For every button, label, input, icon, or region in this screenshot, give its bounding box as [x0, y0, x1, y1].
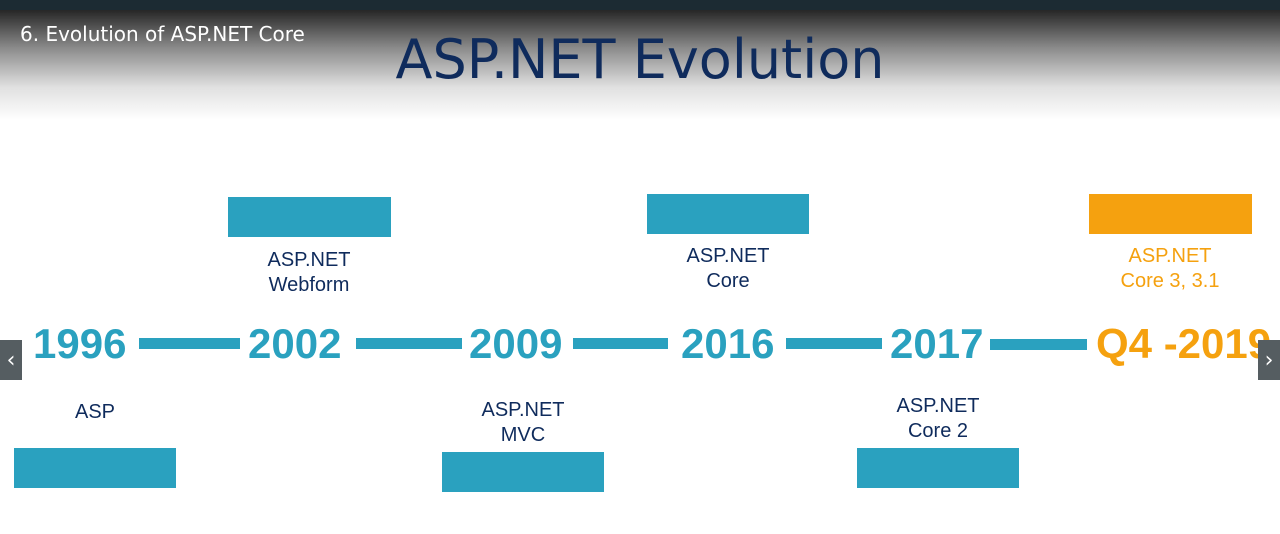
timeline-label-asp: ASP	[5, 400, 185, 425]
timeline-label-core-2: ASP.NET Core 2	[848, 394, 1028, 444]
timeline-connector	[990, 339, 1087, 350]
timeline-box-2019	[1089, 194, 1252, 234]
timeline-year-2002: 2002	[248, 320, 342, 367]
timeline-connector	[139, 338, 240, 349]
timeline-year-q4-2019: Q4 -2019	[1096, 320, 1272, 367]
chevron-right-icon: ›	[1264, 347, 1274, 373]
label-line: ASP.NET	[267, 249, 351, 271]
video-title: 6. Evolution of ASP.NET Core	[20, 22, 305, 46]
label-line: ASP.NET	[686, 245, 770, 267]
video-header-overlay	[0, 10, 1280, 120]
label-line: ASP.NET	[1128, 245, 1212, 267]
timeline-box-2002	[228, 197, 391, 237]
timeline-label-core: ASP.NET Core	[638, 244, 818, 294]
chevron-left-icon: ‹	[6, 347, 16, 373]
slide-title: ASP.NET Evolution	[395, 28, 885, 91]
label-line: Core 3, 3.1	[1120, 270, 1220, 292]
timeline-connector	[356, 338, 462, 349]
label-line: ASP.NET	[481, 399, 565, 421]
timeline-connector	[786, 338, 882, 349]
timeline-box-2017	[857, 448, 1019, 488]
timeline-year-2009: 2009	[469, 320, 563, 367]
label-line: Webform	[268, 274, 350, 296]
timeline-year-2016: 2016	[681, 320, 775, 367]
label-line: ASP	[74, 401, 116, 423]
previous-slide-button[interactable]: ‹	[0, 340, 22, 380]
timeline-box-2009	[442, 452, 604, 492]
label-line: MVC	[500, 424, 546, 446]
timeline-label-core-3: ASP.NET Core 3, 3.1	[1080, 244, 1260, 294]
label-line: ASP.NET	[896, 395, 980, 417]
timeline-box-2016	[647, 194, 809, 234]
label-line: Core 2	[907, 420, 969, 442]
timeline-label-webform: ASP.NET Webform	[219, 248, 399, 298]
timeline-year-1996: 1996	[33, 320, 127, 367]
timeline-box-1996	[14, 448, 176, 488]
next-slide-button[interactable]: ›	[1258, 340, 1280, 380]
timeline-connector	[573, 338, 668, 349]
timeline-label-mvc: ASP.NET MVC	[433, 398, 613, 448]
label-line: Core	[706, 270, 750, 292]
timeline-year-2017: 2017	[890, 320, 984, 367]
video-top-bar	[0, 0, 1280, 10]
